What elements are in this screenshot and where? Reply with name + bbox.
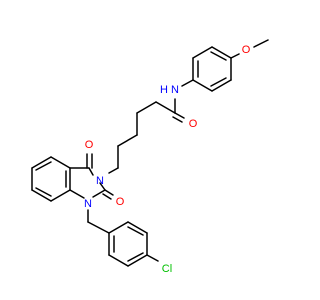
bond — [210, 77, 227, 87]
amide-carbonyl-oxygen-label: O — [189, 118, 198, 130]
chlorine-label: Cl — [162, 263, 172, 275]
bond — [108, 167, 119, 174]
quinazoline-n3-label: N — [96, 175, 104, 187]
bond — [50, 156, 71, 169]
bond — [210, 51, 227, 61]
bond — [136, 101, 157, 114]
bond — [31, 156, 52, 169]
bond — [99, 182, 106, 191]
bond — [146, 254, 159, 262]
bond — [211, 79, 232, 92]
bond — [88, 167, 94, 176]
bond — [174, 112, 185, 119]
bond — [108, 254, 129, 267]
bond — [87, 221, 110, 234]
quinazoline-c4-oxygen-label: O — [85, 139, 94, 151]
bond — [192, 46, 213, 59]
amide-nitrogen-label: N — [171, 84, 179, 96]
bond — [172, 116, 183, 123]
amide-hydrogen-label: H — [160, 84, 168, 96]
bond — [211, 46, 232, 59]
methoxy-oxygen-label: O — [242, 44, 251, 56]
bond — [35, 187, 52, 197]
bond — [230, 53, 240, 59]
bond — [117, 134, 138, 147]
bond — [127, 226, 144, 236]
bond — [102, 193, 112, 200]
bond — [31, 189, 52, 202]
bond — [181, 79, 194, 87]
bond — [155, 101, 176, 114]
bond — [104, 189, 114, 196]
bond-lines — [31, 39, 269, 267]
molecule-structure: O N H O O N O N Cl — [31, 39, 269, 275]
bond — [50, 189, 71, 202]
atom-labels: O N H O O N O N Cl — [84, 44, 251, 275]
bond — [192, 79, 213, 92]
bond — [127, 221, 148, 234]
bond — [108, 221, 129, 234]
quinazoline-n1-label: N — [84, 198, 92, 210]
bond — [127, 252, 144, 262]
bond — [253, 39, 269, 48]
bond — [127, 254, 148, 267]
bond — [35, 161, 52, 171]
quinazoline-c2-oxygen-label: O — [116, 196, 125, 208]
bond — [69, 189, 85, 199]
bond — [92, 189, 106, 198]
